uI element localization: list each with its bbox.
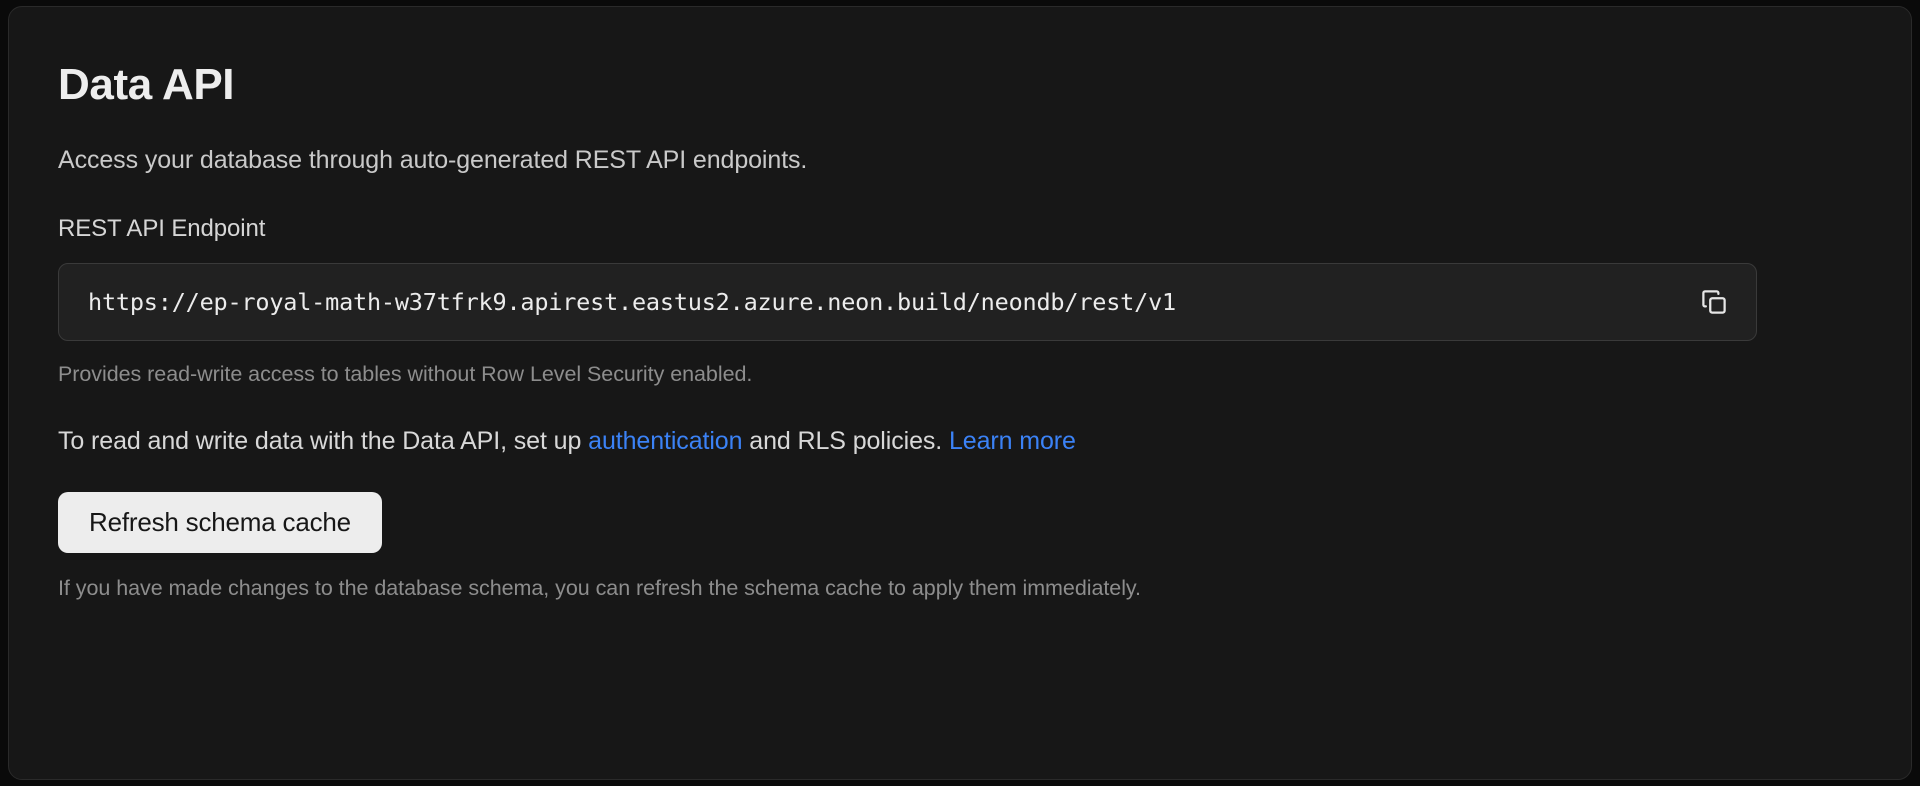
page-title: Data API [58, 60, 235, 109]
data-api-card: Data API Access your database through au… [8, 6, 1912, 780]
card-subtitle: Access your database through auto-genera… [58, 146, 808, 174]
refresh-schema-cache-button[interactable]: Refresh schema cache [58, 492, 382, 553]
auth-setup-note: To read and write data with the Data API… [58, 425, 1911, 457]
authentication-link[interactable]: authentication [588, 427, 743, 455]
copy-icon [1699, 287, 1729, 317]
card-content: Data API Access your database through au… [9, 7, 1911, 602]
refresh-schema-footnote: If you have made changes to the database… [58, 576, 1141, 600]
auth-note-middle: and RLS policies. [742, 427, 949, 455]
rest-api-endpoint-input[interactable] [59, 286, 1756, 318]
endpoint-helper-text: Provides read-write access to tables wit… [58, 362, 753, 386]
auth-note-lead: To read and write data with the Data API… [58, 427, 589, 455]
endpoint-input-group [58, 263, 1757, 341]
rest-api-endpoint-label: REST API Endpoint [58, 215, 266, 242]
copy-endpoint-button[interactable] [1692, 280, 1736, 324]
learn-more-link[interactable]: Learn more [948, 427, 1076, 455]
